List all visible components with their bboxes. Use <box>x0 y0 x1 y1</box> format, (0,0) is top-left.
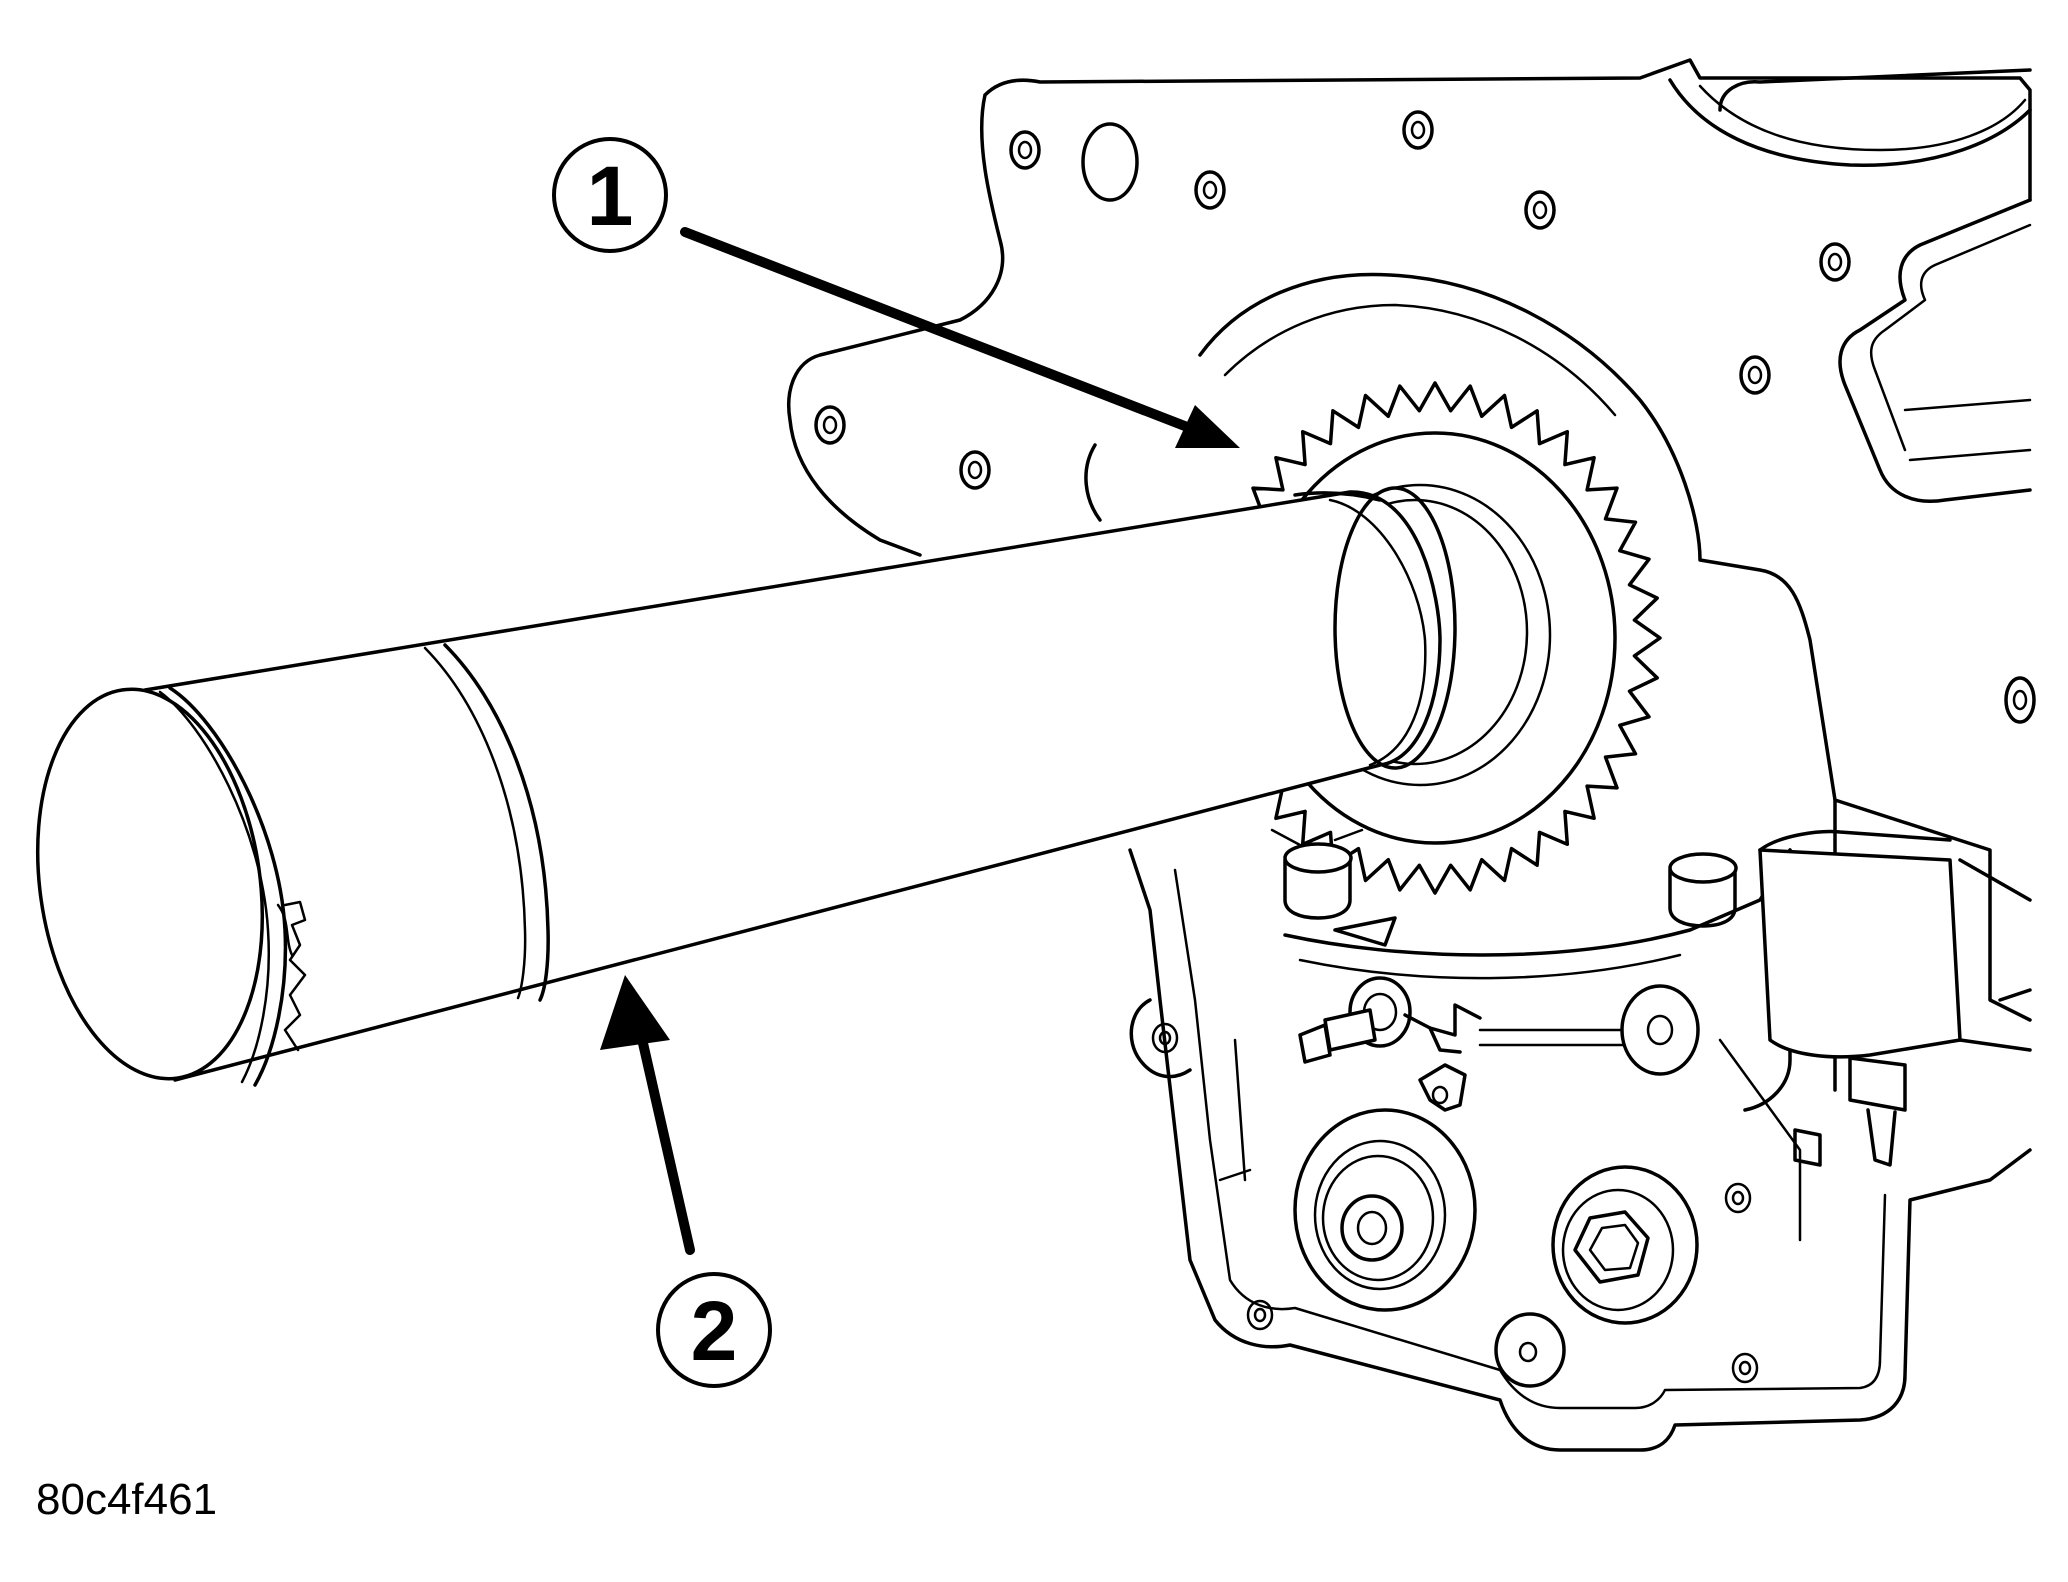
base-bolt-right-top <box>1668 852 1738 884</box>
idler-nut-face <box>1588 1223 1640 1272</box>
idler-ring <box>1561 1188 1675 1312</box>
callout-1-number: 1 <box>587 149 634 243</box>
bolt-hole <box>1747 365 1763 385</box>
engine-front-cover <box>787 58 2032 1452</box>
large-hole <box>1081 122 1139 202</box>
pivot-boss <box>1620 984 1700 1076</box>
tensioner-pin <box>1848 1056 1907 1112</box>
bolt-hole <box>1819 242 1851 282</box>
callout-1-arrowhead <box>1175 405 1240 448</box>
callout-1-leader <box>680 227 1200 435</box>
bolt-hole <box>2012 689 2028 711</box>
tool-band-2b <box>423 646 527 1000</box>
sensor-bracket <box>1403 1003 1482 1054</box>
ear-bolt-left <box>1151 1022 1179 1054</box>
bolt-hole <box>814 405 846 445</box>
lower-components <box>1218 828 2032 1388</box>
bolt-hole <box>1410 120 1426 140</box>
lower-left-ear <box>1129 998 1192 1079</box>
pump-gear-outer <box>1293 1108 1477 1312</box>
tool-inner-end-rim <box>1328 498 1427 767</box>
housing-wall-a <box>1218 1038 1252 1182</box>
tool-texture <box>283 900 307 1052</box>
tool-inner-end <box>1333 486 1457 770</box>
bolt-hole <box>1202 180 1218 200</box>
callout-2-arrowhead <box>600 975 670 1050</box>
right-side-panel <box>1838 198 2032 503</box>
housing-hole-bl-in <box>1253 1307 1267 1323</box>
bolt-hole <box>959 450 991 490</box>
housing-hole-br-in <box>1738 1360 1752 1376</box>
lower-housing-inner <box>1173 868 1887 1410</box>
lower-housing <box>1128 848 2032 1452</box>
cover-ridge-2 <box>1298 953 1682 980</box>
tensioner-block-top <box>1758 829 1952 852</box>
pump-shaft <box>1340 1194 1404 1262</box>
tool-band-1b <box>158 690 270 1084</box>
pump-gear-ring <box>1313 1139 1447 1291</box>
tool-lip <box>1293 491 1382 502</box>
idler-outer <box>1551 1165 1699 1325</box>
bolt-hole <box>2004 676 2036 724</box>
ear-bolt-left-dot <box>1158 1030 1172 1046</box>
pump-shaft-core <box>1356 1210 1388 1246</box>
small-post-in <box>1518 1341 1538 1363</box>
figure-id-label: 80c4f461 <box>36 1475 218 1524</box>
bolt-hole <box>1524 190 1556 230</box>
tensioner-right-shoulder <box>1958 858 2032 1052</box>
bolt-hole <box>1827 252 1843 272</box>
bolt-hole <box>967 460 983 480</box>
right-upper-curve-2 <box>1698 84 2027 152</box>
bolt-hole <box>1017 140 1033 160</box>
base-bolt-left <box>1283 858 1352 920</box>
bolt-hole <box>822 415 838 435</box>
timing-cover-outline <box>1198 272 2032 1022</box>
tool-tube-body <box>143 490 1442 1082</box>
bolt-hole <box>1739 355 1771 395</box>
sensor-stem-tip <box>1298 1023 1332 1064</box>
housing-hole-right <box>1724 1182 1752 1214</box>
callout-1: 1 <box>552 137 1240 448</box>
cover-ridge <box>1283 848 1792 957</box>
timing-mark-triangle <box>1333 916 1397 947</box>
callout-2-number: 2 <box>691 1284 738 1378</box>
housing-wall-b <box>1718 1038 1802 1242</box>
pump-gear-ring-2 <box>1321 1154 1435 1282</box>
callout-2-leader <box>635 1025 695 1255</box>
housing-hole-right-in <box>1731 1190 1745 1206</box>
housing-hole-bl <box>1246 1299 1274 1331</box>
callout-2-circle <box>656 1272 772 1388</box>
small-post <box>1494 1312 1566 1388</box>
sensor-rod <box>1478 1028 1642 1047</box>
tool-band-2 <box>443 643 550 1002</box>
base-bolt-left-washer <box>1270 828 1364 847</box>
sensor-clip-hole <box>1431 1085 1449 1105</box>
right-upper-curve <box>1668 78 2032 167</box>
block-outline <box>787 58 2032 557</box>
right-panel <box>1718 68 2032 112</box>
bolt-hole <box>1532 200 1548 220</box>
bolt-hole <box>1402 110 1434 150</box>
tensioner-pin-2 <box>1866 1108 1897 1167</box>
right-side-panel-inner <box>1869 223 2032 452</box>
bolt-hole <box>1194 170 1226 210</box>
housing-tab <box>1793 1128 1822 1167</box>
timing-cover-inner-arc <box>1223 303 1617 417</box>
sensor-clip <box>1418 1063 1467 1112</box>
right-side-bar <box>1903 398 2032 462</box>
tool-texture-2 <box>276 903 294 957</box>
callout-1-circle <box>552 137 668 253</box>
pivot-boss-in <box>1646 1014 1674 1046</box>
tensioner-block <box>1758 848 1962 1059</box>
housing-hole-br <box>1731 1352 1759 1384</box>
callout-2: 2 <box>600 975 772 1388</box>
bolt-hole <box>1009 130 1041 170</box>
block-bolt-holes <box>814 110 2036 724</box>
base-bolt-left-top <box>1283 842 1353 874</box>
flange-left <box>1084 443 1102 522</box>
seal-installer-tool <box>35 486 1457 1087</box>
